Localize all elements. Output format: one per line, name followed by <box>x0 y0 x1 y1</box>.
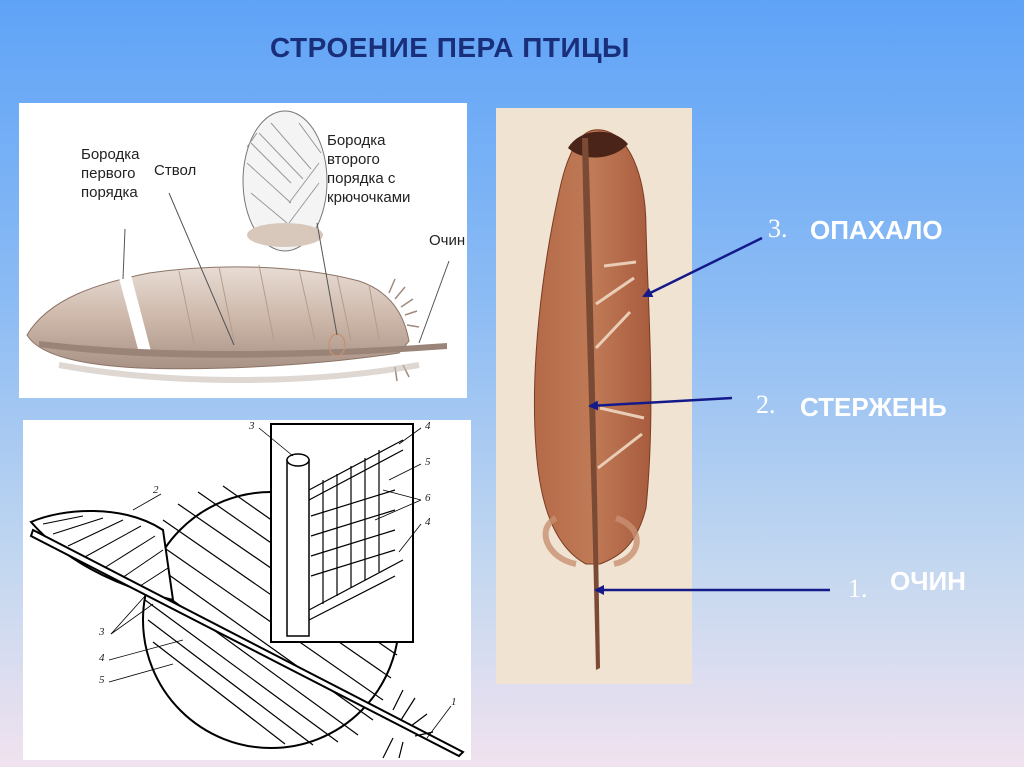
item-number-vane: 3. <box>768 214 788 243</box>
callout-6-inset: 6 <box>425 492 431 504</box>
item-label-calamus: ОЧИН <box>890 566 966 596</box>
feather-side-view-illustration <box>26 110 450 383</box>
callout-5-inset: 5 <box>425 456 431 468</box>
label-barb-second-order: Бородка второго порядка с крючочками <box>327 132 411 206</box>
callout-5: 5 <box>99 674 105 686</box>
callout-4-inset-mid: 4 <box>425 516 431 528</box>
feather-structure-line-drawing <box>29 423 465 759</box>
slide-title: СТРОЕНИЕ ПЕРА ПТИЦЫ <box>270 32 630 63</box>
arrow-to-rachis <box>588 396 733 411</box>
item-number-calamus: 1. <box>848 574 868 603</box>
callout-2: 2 <box>153 484 159 496</box>
callout-1: 1 <box>451 696 457 708</box>
feather-diagram-top: Бородка первого порядка Ствол Бородка вт… <box>19 103 467 398</box>
callout-4: 4 <box>99 652 105 664</box>
label-calamus: Очин <box>429 232 466 249</box>
callout-4-inset-top: 4 <box>425 420 431 432</box>
arrow-to-vane <box>642 236 763 298</box>
item-label-vane: ОПАХАЛО <box>810 215 943 245</box>
callout-3: 3 <box>99 626 105 638</box>
callout-3-inset: 3 <box>249 420 255 432</box>
label-barb-first-order: Бородка первого порядка <box>81 146 140 201</box>
item-number-rachis: 2. <box>756 390 776 419</box>
item-label-rachis: СТЕРЖЕНЬ <box>800 392 947 422</box>
feather-diagram-bottom: 3 4 5 6 4 2 3 4 5 1 <box>23 420 471 760</box>
label-rachis: Ствол <box>154 162 197 179</box>
